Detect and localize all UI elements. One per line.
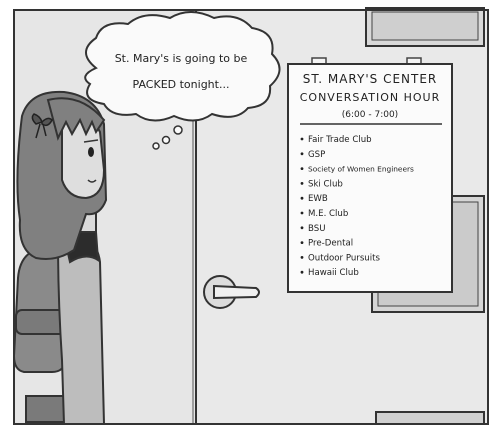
flyer-club-item: Ski Club — [308, 179, 343, 189]
thought-dot-3 — [152, 142, 160, 150]
thought-line1: St. Mary's is going to be — [115, 52, 248, 65]
thought-line2: PACKED tonight... — [133, 78, 230, 91]
door-handle — [203, 275, 260, 309]
conversation-hour-flyer: ST. MARY'S CENTER CONVERSATION HOUR (6:0… — [287, 63, 453, 293]
jacket — [56, 236, 106, 425]
flyer-bullet — [300, 270, 304, 274]
thought-bubble: St. Mary's is going to be PACKED tonight… — [84, 11, 281, 150]
flyer-bullet — [300, 196, 304, 200]
panel-border — [13, 9, 489, 425]
flyer-title-line2: CONVERSATION HOUR — [300, 91, 441, 104]
flyer-bullet — [300, 167, 304, 171]
flyer-time: (6:00 - 7:00) — [342, 110, 398, 120]
flyer-club-item: EWB — [308, 194, 328, 204]
flyer-club-item: GSP — [308, 150, 325, 160]
flyer-bullet — [300, 211, 304, 215]
flyer-title-line1: ST. MARY'S CENTER — [303, 72, 438, 86]
hair-bow — [31, 113, 53, 139]
flyer-bullet — [300, 137, 304, 141]
flyer-club-item: M.E. Club — [308, 209, 348, 219]
flyer-bullet — [300, 152, 304, 156]
wall-frame-bottom — [375, 411, 485, 425]
backpack-pocket — [15, 309, 67, 335]
eye — [88, 147, 94, 157]
thought-dot-2 — [161, 135, 171, 145]
flyer-club-item: Hawaii Club — [308, 268, 359, 278]
flyer-club-item: Outdoor Pursuits — [308, 253, 381, 263]
flyer-bullet — [300, 226, 304, 230]
flyer-club-item: BSU — [308, 224, 326, 234]
flyer-bullet — [300, 241, 304, 245]
girl-character — [12, 90, 108, 425]
flyer-bullet — [300, 256, 304, 259]
thought-dot-1 — [173, 125, 183, 135]
flyer-club-item: Pre-Dental — [308, 239, 353, 249]
mouth — [87, 179, 97, 183]
flyer-club-item: Society of Women Engineers — [308, 165, 414, 174]
flyer-club-item: Fair Trade Club — [308, 135, 372, 145]
flyer-bullet — [300, 182, 304, 185]
